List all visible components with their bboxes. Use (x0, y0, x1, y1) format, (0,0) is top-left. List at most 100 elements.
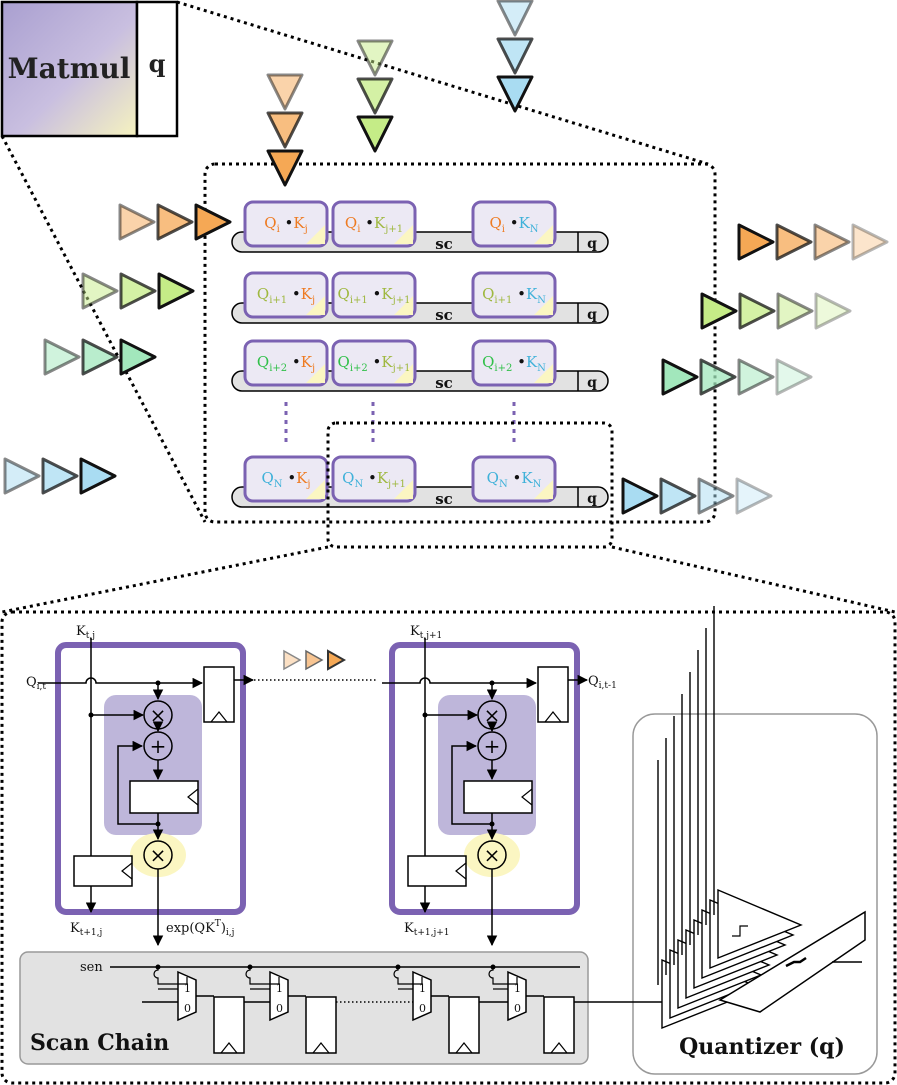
array-frame (203, 162, 717, 524)
pe-cell: Qi •KN (471, 200, 557, 248)
pe-cell-label: QN •Kj+1 (342, 469, 406, 490)
sc-label: sc (435, 306, 453, 324)
comparator (713, 606, 803, 960)
pe-cell-corner (534, 296, 553, 315)
pe-cell-box (331, 200, 417, 248)
svg-text:×: × (150, 843, 167, 867)
dataflow-triangle (699, 358, 737, 396)
pe-cell-label: Qi •Kj (264, 214, 307, 235)
pe-cell-corner (306, 480, 325, 499)
dataflow-triangle (496, 75, 534, 113)
pe-cell-box (243, 271, 329, 319)
pe-array: sc q Qi •Kj Qi •Kj+1 Qi •KN sc q Qi+1 •Kj Qi+1 •… (231, 200, 609, 508)
dataflow-triangle (119, 338, 157, 376)
dataflow-triangle (3, 457, 41, 495)
scan-flop (213, 996, 245, 1054)
scan-mux: 10 (245, 964, 337, 1054)
dataflow-triangle (700, 292, 738, 330)
svg-text:0: 0 (184, 1002, 191, 1015)
pe-cell: QN •Kj (243, 455, 329, 503)
dataflow-triangle (266, 111, 304, 149)
svg-text:1: 1 (276, 982, 283, 995)
pe-row: sc q Qi+1 •Kj Qi+1 •Kj+1 Qi+1 •KN (231, 271, 609, 324)
pe-cell-box (331, 455, 417, 503)
svg-text:0: 0 (514, 1002, 521, 1015)
sen-label: sen (80, 960, 103, 975)
scan-flop (305, 996, 337, 1054)
dataflow-triangle (118, 203, 156, 241)
pe-cell-label: Qi+1 •KN (482, 285, 546, 306)
q-label: q (149, 49, 166, 78)
pe-cell-label: Qi •Kj+1 (345, 214, 403, 235)
pe-link-triangles (283, 649, 347, 671)
accumulator-register (129, 780, 199, 814)
pe-cell: Qi •Kj (243, 200, 329, 248)
matmul-block: Matmul q (0, 0, 179, 138)
sc-label: sc (435, 374, 453, 392)
pe-cell-corner (394, 225, 413, 244)
dataflow-triangle (119, 272, 157, 310)
pe-cell: Qi+2 •KN (471, 339, 557, 387)
k-input-label: Kt,j (76, 624, 95, 641)
svg-text:1: 1 (419, 982, 426, 995)
quantizer-label: Quantizer (q) (679, 1034, 845, 1060)
zoom-lines-top (0, 0, 709, 523)
matmul-label: Matmul (8, 52, 131, 85)
pe-cell-box (331, 271, 417, 319)
svg-text:+: + (484, 734, 501, 758)
scan-chain-box (19, 951, 589, 1065)
scan-flop (543, 996, 575, 1054)
pe-cell: Qi •Kj+1 (331, 200, 417, 248)
zoom-box (326, 421, 614, 549)
pe-cell-box (471, 455, 557, 503)
pe-cell: Qi+1 •Kj+1 (331, 271, 417, 319)
k-output-label: Kt+1,j+1 (404, 921, 450, 938)
k-register (73, 855, 133, 887)
pe-cell-label: Qi+2 •Kj+1 (338, 353, 411, 374)
dataflow-triangle (737, 358, 775, 396)
svg-text:1: 1 (184, 982, 191, 995)
dataflow-triangle (775, 358, 813, 396)
dataflow-triangle (776, 292, 814, 330)
q-register (537, 666, 569, 723)
pe-cell-label: Qi+1 •Kj (257, 285, 315, 306)
dataflow-triangle (266, 73, 304, 111)
dataflow-triangle (194, 203, 232, 241)
dataflow-triangle (266, 149, 304, 187)
k-register (407, 855, 467, 887)
dataflow-triangle (356, 77, 394, 115)
scan-chain-label: Scan Chain (30, 1030, 169, 1056)
pe-cell: Qi+2 •Kj (243, 339, 329, 387)
pe-detail: ×+×Kt,jKt+1,j (38, 624, 255, 947)
pe-cell: Qi+1 •Kj (243, 271, 329, 319)
scan-mux: 10 (153, 964, 245, 1054)
pe-cell-label: Qi+1 •Kj+1 (338, 285, 411, 306)
scan-flop (448, 996, 480, 1054)
q-input-label: Qi,t (26, 675, 46, 692)
dataflow-triangle (661, 358, 699, 396)
pe-cell: QN •Kj+1 (331, 455, 417, 503)
scan-mux: 10 (488, 964, 575, 1054)
svg-text:0: 0 (276, 1002, 283, 1015)
pe-detail: ×+×Kt,j+1Kt+1,j+1 (382, 624, 589, 947)
dataflow-triangle (737, 223, 775, 261)
pe-cell-corner (394, 364, 413, 383)
pe-cell-box (471, 339, 557, 387)
dataflow-triangle (356, 39, 394, 77)
pe-cell-corner (534, 364, 553, 383)
q-label: q (587, 307, 597, 323)
exp-highlight (464, 833, 520, 877)
dataflow-triangle (81, 338, 119, 376)
exp-highlight (130, 833, 186, 877)
dataflow-triangle (157, 272, 195, 310)
pe-cell-corner (534, 480, 553, 499)
sc-label: sc (435, 490, 453, 508)
zoom-lines-bottom (1, 545, 896, 614)
detail-frame (0, 610, 897, 1085)
dataflow-triangle (41, 457, 79, 495)
k-output-label: Kt+1,j (70, 921, 102, 938)
quantizer-stack (657, 606, 866, 1030)
